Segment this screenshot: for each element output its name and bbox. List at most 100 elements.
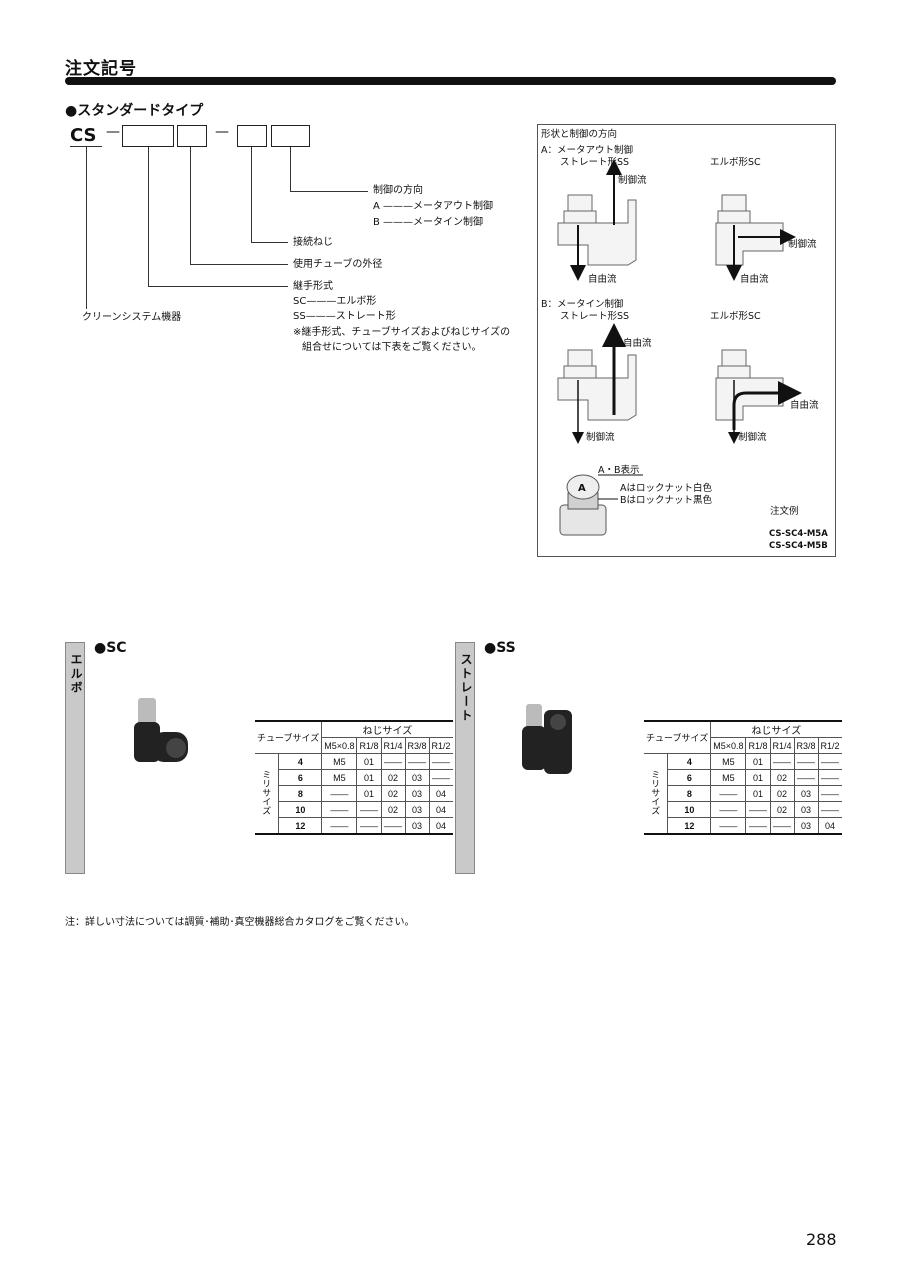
table-cell: 03	[793, 817, 819, 835]
label-dir-a: A ———メータアウト制御	[373, 201, 494, 212]
tube-size: 6	[278, 769, 322, 786]
table-cell: ——	[428, 753, 453, 770]
col-header: M5×0.8	[321, 737, 357, 754]
table-cell: ——	[321, 801, 357, 818]
knob-letter: A	[578, 483, 586, 494]
table-cell: ——	[356, 817, 381, 835]
table-cell: 04	[428, 817, 453, 835]
label-note-1: ※継手形式、チューブサイズおよびねじサイズの	[293, 327, 511, 338]
code-box-tube	[177, 125, 207, 147]
leader-line	[251, 242, 288, 243]
label-form-sc: SC———エルボ形	[293, 296, 377, 307]
b-elbow-label: エルボ形SC	[710, 311, 761, 322]
table-cell: 04	[428, 785, 453, 802]
b-ss-free-flow: 自由流	[623, 338, 652, 349]
example-2: CS-SC4-M5B	[769, 541, 828, 551]
label-note-2: 組合せについては下表をご覧ください。	[302, 342, 482, 353]
code-dash: —	[106, 124, 120, 140]
tube-size: 4	[667, 753, 711, 770]
sc-product-photo	[130, 698, 200, 770]
straight-side-label: ストレート	[459, 653, 473, 723]
a-sc-free-flow: 自由流	[740, 274, 769, 285]
tube-size: 4	[278, 753, 322, 770]
elbow-side-tab: エルボ	[65, 642, 85, 874]
col-header: M5×0.8	[710, 737, 746, 754]
leader-line	[290, 147, 291, 192]
table-cell: 02	[769, 769, 795, 786]
table-cell: 01	[745, 769, 770, 786]
table-row: 6 M5 01 02 03 ——	[255, 769, 453, 786]
example-title: 注文例	[770, 506, 799, 517]
section-subtitle: ●スタンダードタイプ	[65, 103, 204, 119]
section-a-title: A：メータアウト制御	[541, 145, 633, 156]
b-sc-control-flow: 制御流	[738, 432, 767, 443]
tube-size-header: チューブサイズ	[255, 720, 322, 754]
table-cell: ——	[793, 753, 819, 770]
ab-label: A・B表示	[598, 465, 640, 476]
table-row: ミリサイズ 4 M5 01 —— —— ——	[255, 753, 453, 835]
thread-size-header: ねじサイズ	[321, 720, 453, 738]
tube-size: 8	[278, 785, 322, 802]
table-row: 12 —— —— —— 03 04	[255, 817, 453, 835]
table-row: 8 —— 01 02 03 ——	[644, 785, 842, 802]
sc-heading: ●SC	[94, 640, 127, 656]
table-cell: ——	[769, 817, 795, 835]
tube-size: 10	[278, 801, 322, 818]
table-cell: 02	[380, 785, 406, 802]
b-straight-label: ストレート形SS	[560, 311, 630, 322]
col-header: R1/8	[745, 737, 770, 754]
b-sc-free-flow: 自由流	[790, 400, 819, 411]
leader-line	[251, 147, 252, 243]
code-prefix: CS	[70, 125, 97, 146]
col-header: R1/4	[380, 737, 406, 754]
thread-size-header: ねじサイズ	[710, 720, 842, 738]
code-dash: —	[215, 124, 229, 140]
leader-line	[190, 264, 288, 265]
table-cell: 01	[356, 785, 381, 802]
table-row: 8 —— 01 02 03 04	[255, 785, 453, 802]
b-straight-fitting	[557, 349, 637, 421]
table-cell: M5	[321, 753, 357, 770]
col-header: R1/2	[817, 737, 842, 754]
table-row: 6 M5 01 02 —— ——	[644, 769, 842, 786]
lock-nut-illustration	[559, 474, 607, 536]
table-cell: 02	[380, 801, 406, 818]
leader-line	[148, 147, 149, 287]
table-cell: 04	[817, 817, 842, 835]
table-cell: ——	[321, 817, 357, 835]
table-cell: ——	[817, 801, 842, 818]
table-cell: ——	[745, 817, 770, 835]
leader-line	[86, 147, 87, 309]
code-box-direction	[271, 125, 310, 147]
section-b-title: B：メータイン制御	[541, 299, 624, 310]
a-straight-label: ストレート形SS	[560, 157, 630, 168]
table-row: 12 —— —— —— 03 04	[644, 817, 842, 835]
b-nut-color: Bはロックナット黒色	[620, 495, 713, 506]
col-header: R3/8	[404, 737, 430, 754]
ss-product-photo	[518, 704, 578, 776]
table-cell: M5	[710, 753, 746, 770]
sc-size-table: チューブサイズ ねじサイズ M5×0.8 R1/8 R1/4 R3/8 R1/2…	[255, 720, 453, 835]
table-cell: ——	[380, 817, 406, 835]
table-row: 10 —— —— 02 03 04	[255, 801, 453, 818]
diagram-title: 形状と制御の方向	[541, 129, 618, 140]
table-cell: 03	[793, 801, 819, 818]
col-header: R3/8	[793, 737, 819, 754]
a-elbow-label: エルボ形SC	[710, 157, 761, 168]
a-nut-color: Aはロックナット白色	[620, 483, 712, 494]
table-cell: ——	[404, 753, 430, 770]
label-thread: 接続ねじ	[293, 237, 333, 248]
a-sc-control-flow: 制御流	[788, 239, 817, 250]
table-cell: 02	[769, 801, 795, 818]
col-header: R1/8	[356, 737, 381, 754]
table-cell: ——	[769, 753, 795, 770]
title-bar	[65, 77, 836, 85]
table-cell: M5	[710, 769, 746, 786]
table-cell: 02	[380, 769, 406, 786]
ss-heading: ●SS	[484, 640, 516, 656]
table-cell: ——	[380, 753, 406, 770]
tube-size: 12	[667, 817, 711, 835]
footer-note: 注：詳しい寸法については調質･補助･真空機器総合カタログをご覧ください。	[65, 917, 415, 928]
table-cell: ——	[793, 769, 819, 786]
table-cell: ——	[710, 817, 746, 835]
